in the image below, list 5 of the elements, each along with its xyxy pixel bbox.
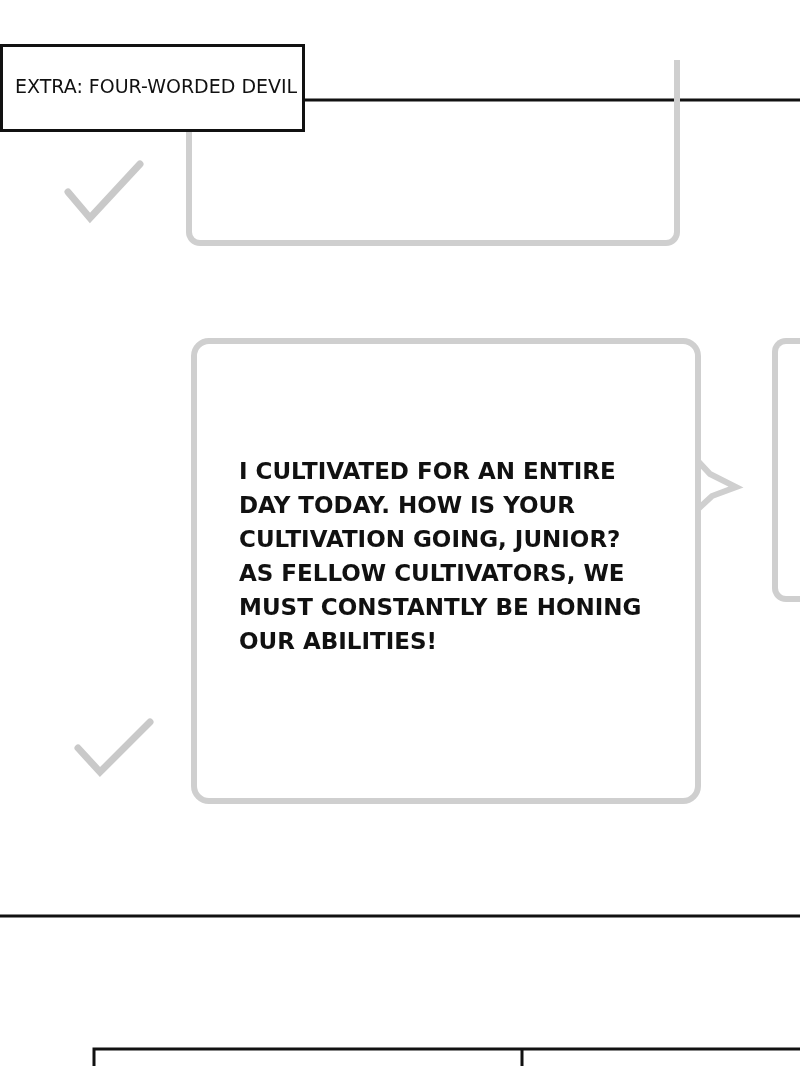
- title-box: [0, 44, 305, 132]
- chapter-title: EXTRA: FOUR-WORDED DEVIL: [15, 75, 299, 98]
- speech-bubble: [772, 338, 800, 602]
- speech-bubble: [191, 338, 701, 804]
- dialogue-text: I CULTIVATED FOR AN ENTIRE DAY TODAY. HOW IS YOUR CULTIVATION GOING, JUNIOR? AS FELLOW CULTIVATORS, WE MUST CONSTANTLY BE HONING OUR ABILITIES!: [239, 457, 643, 656]
